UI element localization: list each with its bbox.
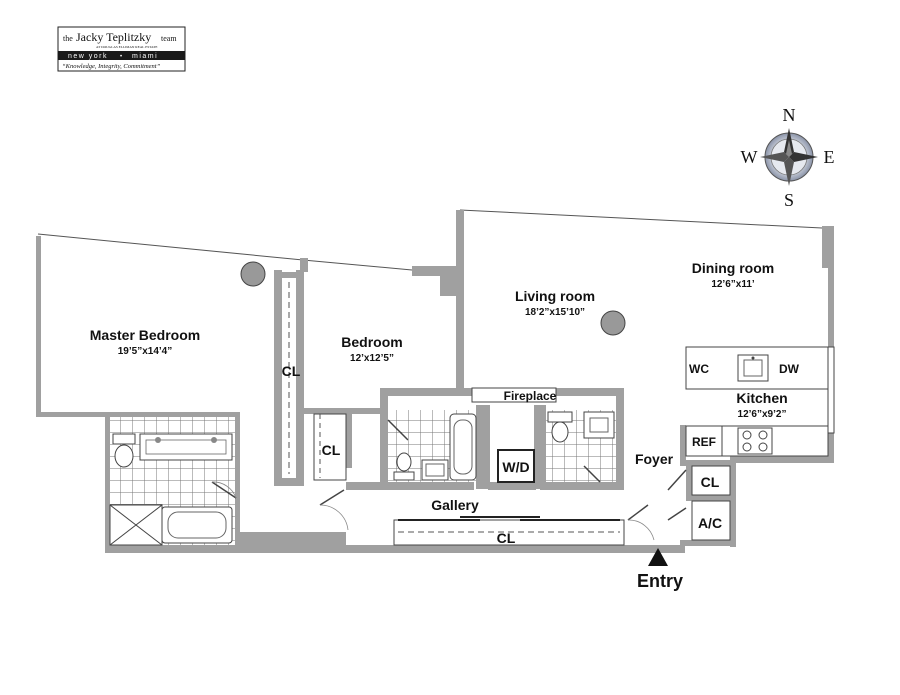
logo-affiliation: AT DOUGLAS ELLIMAN REAL ESTATE	[96, 45, 158, 49]
logo-suffix: team	[161, 34, 177, 43]
room-dims-master-bedroom: 19’5”x14’4”	[118, 346, 173, 357]
label-foyer: Foyer	[635, 451, 674, 467]
entry-arrow-icon	[648, 548, 668, 566]
walls	[36, 209, 834, 553]
room-name-living-room: Living room	[515, 288, 595, 304]
column	[600, 310, 626, 336]
label-cl-foyer: CL	[701, 474, 720, 490]
fireplace	[471, 387, 557, 403]
label-ref: REF	[692, 435, 716, 449]
brand-logo: the Jacky Teplitzky team AT DOUGLAS ELLI…	[57, 26, 186, 72]
master-bathroom	[109, 417, 237, 546]
compass-rose: N S E W	[741, 105, 835, 210]
bathroom-3	[546, 410, 616, 483]
compass-s: S	[784, 190, 794, 210]
room-dims-kitchen: 12’6”x9’2”	[738, 409, 787, 420]
bathroom-2	[387, 410, 477, 482]
compass-e: E	[824, 147, 835, 167]
label-entry: Entry	[637, 571, 683, 591]
logo-city-1: new york	[68, 53, 108, 60]
foyer-closet	[691, 465, 731, 496]
room-name-bedroom: Bedroom	[341, 334, 402, 350]
column	[240, 261, 266, 287]
label-dw: DW	[779, 362, 800, 376]
room-dims-dining-room: 12’6”x11’	[711, 279, 755, 290]
room-name-dining-room: Dining room	[692, 260, 774, 276]
logo-tagline: “Knowledge, Integrity, Commitment”	[62, 63, 161, 70]
label-ac: A/C	[698, 515, 722, 531]
gallery-closet	[393, 516, 625, 546]
room-dims-bedroom: 12’x12’5”	[350, 353, 394, 364]
label-gallery: Gallery	[431, 497, 479, 513]
svg-text:•: •	[120, 54, 122, 60]
compass-n: N	[783, 105, 796, 125]
room-name-kitchen: Kitchen	[736, 390, 787, 406]
ac-closet	[691, 500, 731, 541]
logo-city-2: miami	[132, 53, 158, 60]
compass-w: W	[741, 147, 758, 167]
logo-prefix: the	[63, 34, 73, 43]
kitchen-counter	[685, 425, 829, 457]
bedroom-closet	[313, 413, 347, 481]
room-dims-living-room: 18’2”x15’10”	[525, 307, 585, 318]
label-wc: WC	[689, 362, 709, 376]
kitchen-island	[685, 346, 835, 434]
label-cl-bedroom: CL	[322, 442, 341, 458]
label-cl-gallery: CL	[497, 530, 516, 546]
washer-dryer	[497, 449, 535, 483]
label-cl-master: CL	[282, 363, 301, 379]
label-fireplace: Fireplace	[504, 389, 557, 403]
logo-name: Jacky Teplitzky	[76, 30, 151, 44]
room-name-master-bedroom: Master Bedroom	[90, 327, 200, 343]
label-wd: W/D	[502, 459, 529, 475]
